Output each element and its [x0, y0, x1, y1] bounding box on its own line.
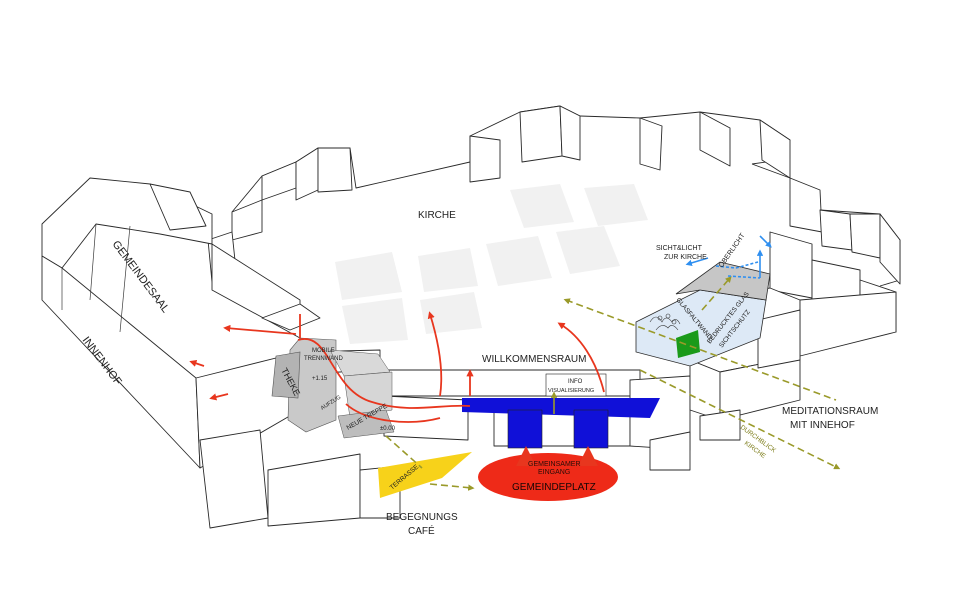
- label-meditationsraum: MEDITATIONSRAUM: [782, 406, 878, 417]
- label-mit-innehof: MIT INNEHOF: [790, 420, 855, 431]
- label-kirche: KIRCHE: [418, 210, 456, 221]
- info-board: [545, 373, 607, 397]
- greenery-icon: [649, 313, 681, 331]
- label-zur-kirche: ZUR KIRCHE: [664, 254, 707, 261]
- label-eingang-1: GEMEINSAMER: [528, 461, 581, 468]
- label-eingang-2: EINGANG: [538, 469, 570, 476]
- label-level-upper: +1.15: [312, 376, 328, 382]
- entrance-arrows: [516, 446, 598, 470]
- meditation-glass-box: [635, 261, 771, 367]
- label-sicht-licht: SICHT&LICHT: [656, 245, 703, 252]
- welcome-corridor: [462, 398, 660, 418]
- label-info: INFO: [568, 379, 583, 385]
- label-level-ground: ±0.00: [380, 426, 396, 432]
- church-pews: [335, 184, 648, 344]
- label-visualisierung: VISUALISIERUNG: [548, 388, 594, 394]
- label-mobile: MOBILE: [312, 348, 335, 354]
- terrace: [378, 452, 472, 498]
- label-cafe: CAFÉ: [408, 524, 435, 537]
- interior-floors: [271, 337, 395, 439]
- label-willkommensraum: WILLKOMMENSRAUM: [482, 354, 586, 365]
- entrance-door-left: [507, 409, 543, 449]
- sight-lines: [385, 276, 841, 491]
- label-trennwand: TRENNWAND: [304, 356, 343, 362]
- label-gemeindesaal: GEMEINDESAAL: [110, 239, 172, 316]
- label-begegnungs: BEGEGNUNGS: [386, 512, 458, 523]
- entrance-door-right: [573, 409, 609, 449]
- skylight-arrows: [685, 235, 772, 279]
- label-oberlicht: OBERLICHT: [718, 232, 747, 269]
- circulation-arrows: [189, 311, 605, 423]
- label-gemeindeplatz: GEMEINDEPLATZ: [512, 482, 596, 493]
